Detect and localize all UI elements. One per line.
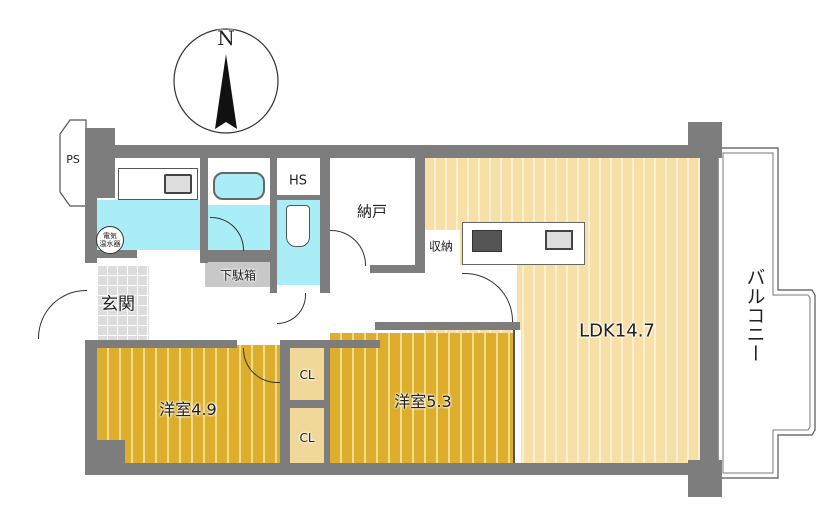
bedroom-1-label: 洋室4.9 [159, 400, 217, 419]
wall [85, 463, 720, 475]
wall [270, 158, 277, 293]
wall [290, 400, 324, 408]
ps-label: PS [66, 153, 80, 166]
wall [277, 195, 320, 200]
entrance-label: 玄関 [101, 294, 135, 315]
storeroom-label: 納戸 [356, 202, 388, 221]
storage-label: 収納 [428, 239, 454, 254]
sliding-door[interactable] [513, 330, 521, 463]
compass-icon [173, 28, 279, 134]
wall [375, 322, 520, 330]
wall [320, 158, 330, 293]
wall [700, 140, 718, 495]
balcony-outline [717, 147, 816, 479]
bedroom-2-label: 洋室5.3 [394, 392, 452, 411]
north-label: N [217, 26, 235, 50]
wall [280, 345, 290, 463]
storage [422, 230, 460, 265]
wall [370, 265, 422, 273]
shoe-cabinet [205, 262, 270, 287]
wall [415, 158, 425, 273]
stove-icon [472, 230, 502, 252]
water-heater-icon [96, 226, 124, 254]
vanity-counter [118, 168, 198, 200]
sink-icon [164, 174, 192, 194]
shoe-cabinet-label: 下駄箱 [219, 268, 257, 283]
wall [85, 158, 97, 263]
wall [688, 460, 722, 497]
balcony-label: バルコニー [743, 267, 766, 363]
water-heater-label: 電気 温水器 [99, 232, 121, 248]
toilet-icon [286, 205, 310, 247]
wall [280, 340, 380, 348]
closet-2 [290, 408, 324, 463]
entrance-door[interactable] [38, 290, 87, 339]
hs-label: HS [288, 173, 308, 189]
kitchen-sink-icon [545, 230, 573, 250]
entrance-floor [97, 265, 149, 343]
wall [85, 145, 700, 158]
wall [97, 340, 237, 348]
bathtub-icon [213, 172, 265, 200]
wall [688, 122, 722, 158]
closet-1-label: CL [299, 368, 315, 382]
wall [205, 250, 270, 262]
wall [97, 250, 137, 258]
wall [200, 158, 208, 263]
bedroom-2-floor [330, 333, 515, 463]
closet-1 [290, 345, 324, 400]
closet-2-label: CL [299, 431, 315, 445]
wall [324, 345, 330, 463]
ldk-label: LDK14.7 [579, 320, 655, 342]
hs-space [277, 165, 320, 195]
pipe-space-outline [59, 119, 87, 207]
